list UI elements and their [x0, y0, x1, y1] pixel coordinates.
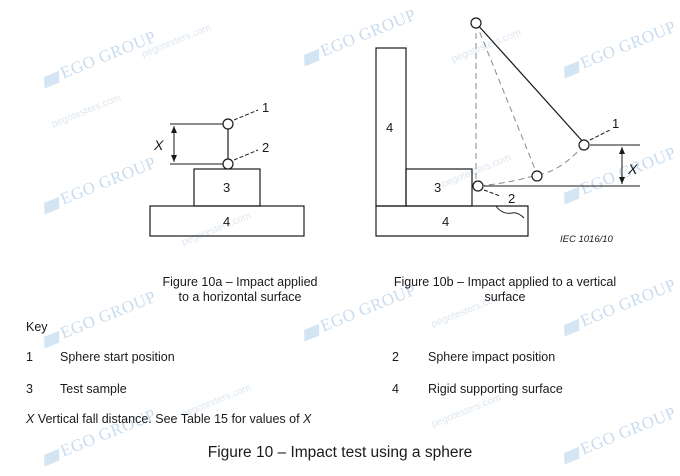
caption-figure-10b: Figure 10b – Impact applied to a vertica…	[393, 275, 617, 304]
key-text-3: Test sample	[60, 382, 127, 396]
wall-label-4-b: 4	[386, 120, 393, 135]
sphere-start-a	[222, 118, 234, 130]
key-text-2: Sphere impact position	[428, 350, 556, 364]
arrowhead	[171, 126, 177, 133]
key-num-3: 3	[26, 382, 33, 396]
block-label-4-b: 4	[442, 214, 449, 229]
callout-1-b: 1	[612, 116, 619, 131]
key-num-4: 4	[392, 382, 399, 396]
figure-title: Figure 10 – Impact test using a sphere	[207, 444, 473, 461]
block-label-3-b: 3	[434, 180, 441, 195]
sphere-impact-b	[472, 180, 484, 192]
iec-reference: IEC 1016/10	[560, 234, 614, 245]
swing-arc	[477, 144, 585, 187]
pivot-point	[470, 17, 482, 29]
key-num-2: 2	[392, 350, 399, 364]
leader-1-b	[589, 129, 611, 141]
dimension-label-a: X	[153, 137, 164, 153]
sphere-mid-b	[531, 170, 543, 182]
arrowhead	[619, 147, 625, 154]
breakout-b	[495, 205, 525, 219]
key-num-1: 1	[26, 350, 33, 364]
block-label-4-a: 4	[223, 214, 230, 229]
callout-2-a: 2	[262, 140, 269, 155]
key-heading: Key	[26, 320, 48, 334]
dimension-label-b: X	[627, 161, 638, 177]
leader-2-b	[483, 189, 501, 197]
sphere-start-b	[578, 139, 590, 151]
pendulum-mid-line	[475, 22, 538, 175]
callout-2-b: 2	[508, 191, 515, 206]
leader-1-a	[233, 109, 259, 121]
key-text-4: Rigid supporting surface	[428, 382, 563, 396]
pendulum-string	[475, 22, 585, 144]
sphere-impact-a	[222, 158, 234, 170]
callout-1-a: 1	[262, 100, 269, 115]
key-text-1: Sphere start position	[60, 350, 175, 364]
caption-figure-10a: Figure 10a – Impact applied to a horizon…	[162, 275, 318, 304]
leader-2-a	[233, 149, 259, 161]
block-label-3-a: 3	[223, 180, 230, 195]
arrowhead	[619, 177, 625, 184]
key-note: X Vertical fall distance. See Table 15 f…	[26, 412, 312, 426]
rigid-surface-b	[375, 205, 529, 237]
arrowhead	[171, 155, 177, 162]
